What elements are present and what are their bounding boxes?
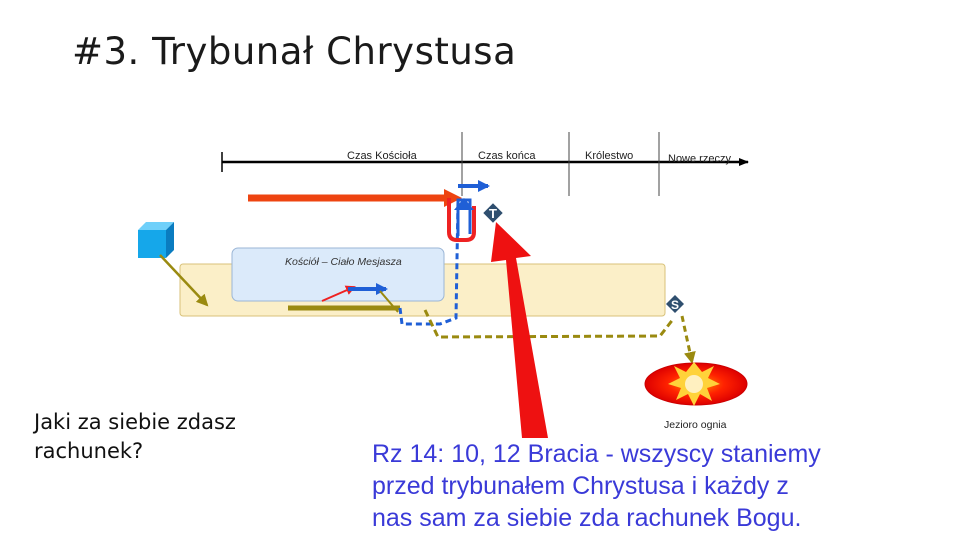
question-text: Jaki za siebie zdasz rachunek? <box>34 408 294 466</box>
verse-line: Rz 14: 10, 12 Bracia - wszyscy staniemy <box>372 440 821 468</box>
question-line: Jaki za siebie zdasz <box>34 410 236 434</box>
marker-s: S <box>666 295 684 313</box>
timeline-segment-label: Królestwo <box>585 150 633 162</box>
blue-dashed-path <box>398 199 460 326</box>
red-u-turn <box>447 198 476 242</box>
timeline: Czas Kościoła Czas końca Królestwo Nowe … <box>221 132 749 196</box>
lake-of-fire <box>644 362 748 406</box>
blue-u-arrowhead <box>454 198 474 210</box>
olive-dashed-to-lake <box>680 315 696 364</box>
church-label: Kościół – Ciało Mesjasza <box>285 256 402 268</box>
big-red-arrow <box>491 222 548 438</box>
lake-label: Jezioro ognia <box>664 419 727 431</box>
cube-icon <box>138 222 174 258</box>
verse-line: przed trybunałem Chrystusa i każdy z <box>372 472 789 500</box>
timeline-segment-label: Nowe rzeczy <box>668 153 731 165</box>
slide-title: #3. Trybunał Chrystusa <box>72 30 517 73</box>
cube-path-arrow <box>159 254 209 307</box>
olive-dashed-path <box>423 309 676 339</box>
church-box <box>231 247 445 302</box>
question-line: rachunek? <box>34 439 144 463</box>
verse-line: nas sam za siebie zda rachunek Bogu. <box>372 504 802 532</box>
verse-text: Rz 14: 10, 12 Bracia - wszyscy staniemy … <box>372 438 932 534</box>
marker-t: T <box>483 203 503 223</box>
small-olive-arrow <box>379 290 399 313</box>
marker-t-label: T <box>489 206 497 221</box>
marker-s-label: S <box>671 298 679 312</box>
timeline-segment-label: Czas Kościoła <box>347 150 418 162</box>
timeline-segment-label: Czas końca <box>478 150 536 162</box>
